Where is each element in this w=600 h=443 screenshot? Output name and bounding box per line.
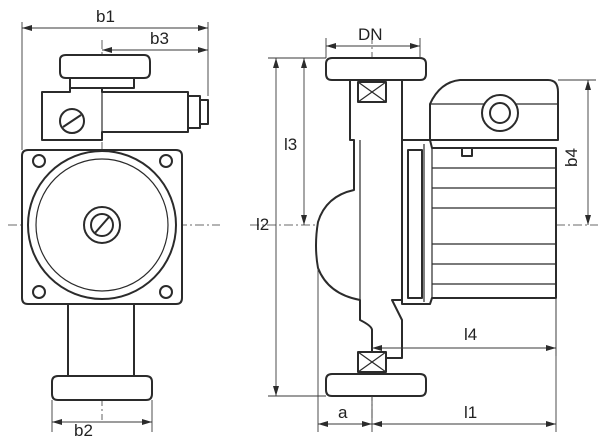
- front-view: [8, 40, 220, 420]
- front-top-neck: [69, 77, 135, 89]
- side-pump-body: [315, 77, 403, 359]
- dn-label: DN: [358, 25, 383, 44]
- b2-label: b2: [74, 421, 93, 440]
- front-center-plug-slot: [94, 216, 110, 234]
- side-shaft-cap: [461, 147, 473, 157]
- side-top-flange: [325, 57, 427, 81]
- b1-label: b1: [96, 7, 115, 26]
- l3-label: l3: [284, 135, 297, 154]
- front-bolt-top-right: [159, 154, 173, 168]
- l2-label: l2: [256, 215, 269, 234]
- front-bolt-top-left: [32, 154, 46, 168]
- front-bolt-bottom-left: [32, 285, 46, 299]
- front-top-flange: [59, 54, 151, 79]
- side-gland-inner: [489, 102, 511, 124]
- front-motor-ring-inner: [35, 158, 169, 292]
- a-label: a: [338, 403, 348, 422]
- l4-label: l4: [464, 325, 477, 344]
- side-motor-ring: [407, 149, 423, 299]
- front-screw-slot: [62, 114, 82, 128]
- front-cable-gland-nut: [199, 99, 209, 125]
- front-bolt-bottom-right: [159, 285, 173, 299]
- l1-label: l1: [464, 403, 477, 422]
- front-dimensions: b1 b3 b2: [21, 7, 209, 440]
- b3-label: b3: [150, 29, 169, 48]
- side-dimensions: DN l2 l3 b4 l4 a l1: [256, 25, 596, 432]
- front-bottom-flange: [51, 375, 153, 401]
- front-bottom-neck: [67, 303, 135, 377]
- side-bottom-flange: [325, 373, 427, 397]
- b4-label: b4: [562, 148, 581, 167]
- side-motor-housing: [401, 139, 557, 305]
- front-cable-gland: [187, 95, 201, 129]
- side-view: [250, 35, 598, 420]
